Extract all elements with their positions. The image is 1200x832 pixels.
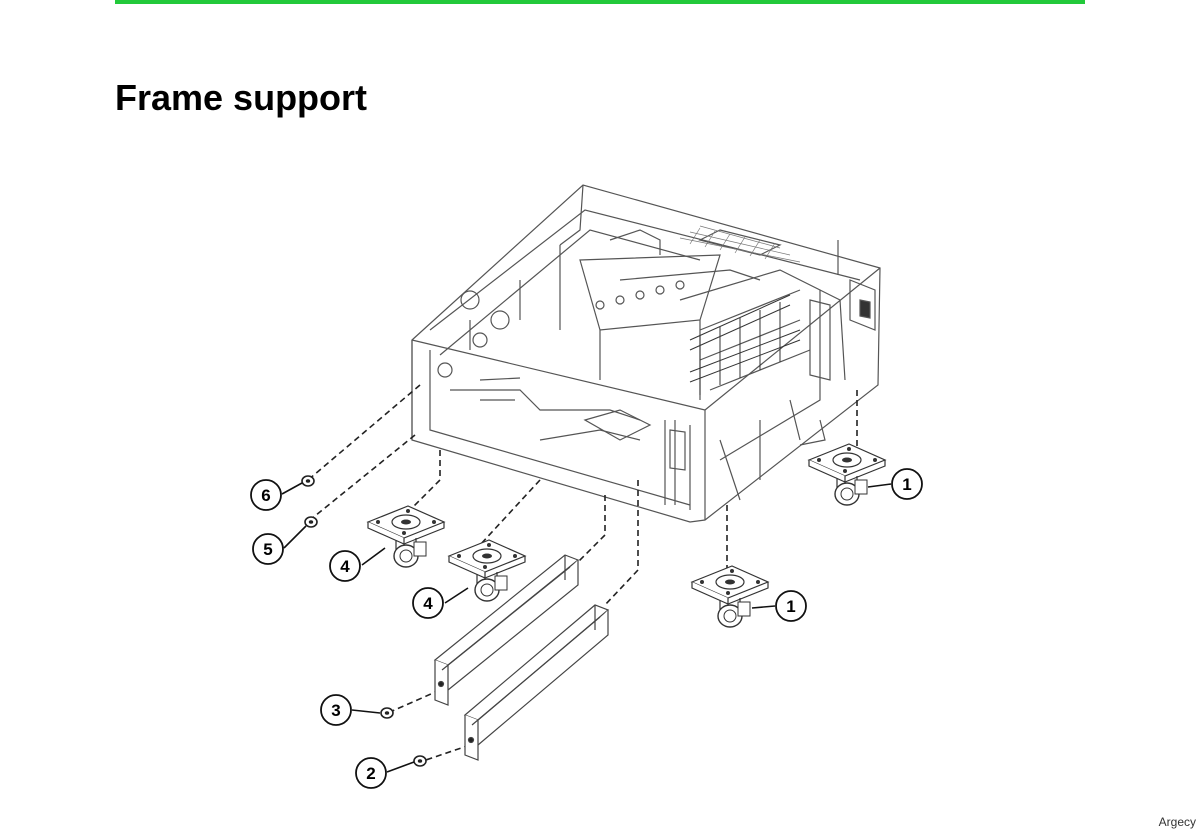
- screw-part-3: [380, 707, 394, 719]
- caster-rear-right: [808, 443, 886, 506]
- page-title: Frame support: [115, 77, 368, 118]
- svg-text:5: 5: [263, 540, 272, 559]
- screw-part-2: [413, 755, 427, 767]
- svg-text:1: 1: [786, 597, 795, 616]
- callout-3: 3: [320, 694, 352, 726]
- top-divider: [115, 0, 1085, 4]
- callout-2: 2: [355, 757, 387, 789]
- callout-6: 6: [250, 479, 282, 511]
- callout-5: 5: [252, 533, 284, 565]
- screw-part-6: [301, 475, 315, 487]
- frame-assembly: [411, 184, 881, 523]
- callout-1-front: 1: [775, 590, 807, 622]
- support-rails: [433, 554, 610, 761]
- svg-text:4: 4: [423, 594, 433, 613]
- footer-brand: Argecy: [1158, 815, 1196, 829]
- svg-text:1: 1: [902, 475, 911, 494]
- svg-text:3: 3: [331, 701, 340, 720]
- svg-text:6: 6: [261, 486, 270, 505]
- caster-front-right: [691, 565, 769, 628]
- svg-text:4: 4: [340, 557, 350, 576]
- caster-left-front: [448, 539, 526, 602]
- callout-1-rear: 1: [891, 468, 923, 500]
- callout-4-front: 4: [412, 587, 444, 619]
- screw-part-5: [304, 516, 318, 528]
- caster-left-rear: [367, 505, 445, 568]
- assembly-guide-lines: [307, 384, 858, 763]
- svg-text:2: 2: [366, 764, 375, 783]
- callout-4-rear: 4: [329, 550, 361, 582]
